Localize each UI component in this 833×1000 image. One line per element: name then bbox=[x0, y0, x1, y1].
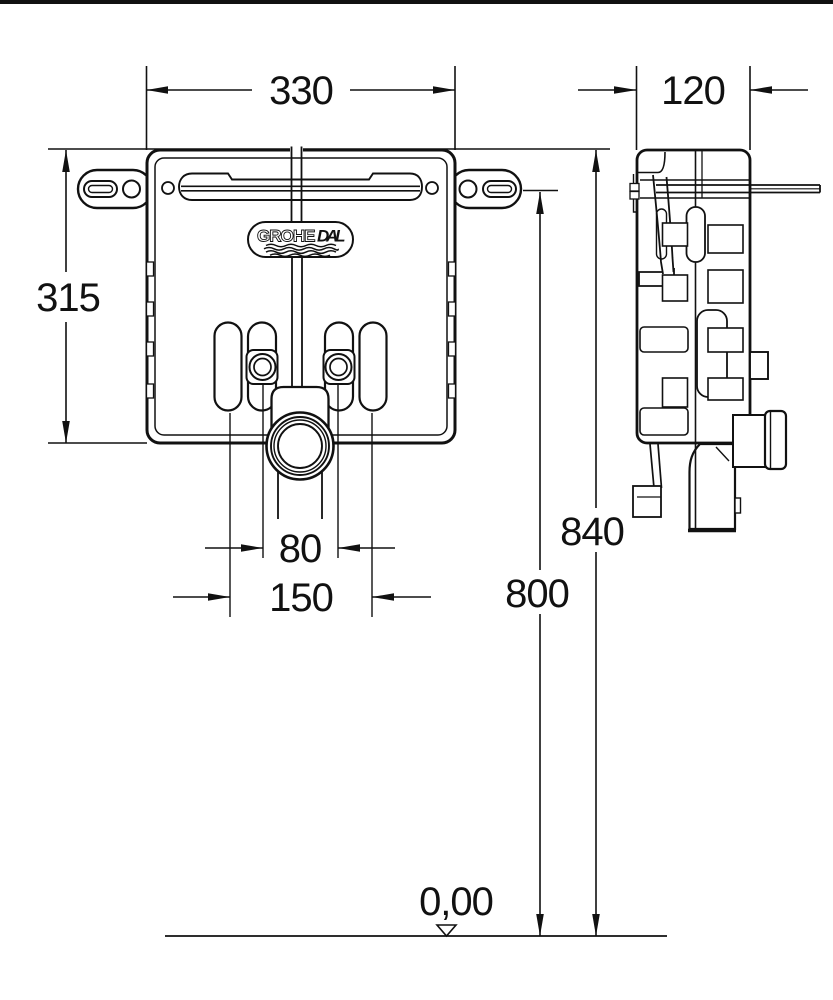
screw-hole-right bbox=[425, 181, 439, 195]
dim-120: 120 bbox=[578, 69, 808, 113]
arrow-up-icon bbox=[592, 150, 600, 172]
dim-330: 330 bbox=[146, 69, 455, 113]
side-outlet-pipe bbox=[732, 414, 768, 468]
arrow-left-icon bbox=[750, 86, 772, 94]
side-outlet-cap bbox=[763, 409, 788, 471]
floor-level-label: 0,00 bbox=[419, 880, 493, 924]
arrow-right-icon bbox=[208, 593, 230, 601]
drain-outlet bbox=[265, 411, 335, 481]
slot-rail-lines bbox=[181, 185, 420, 192]
arrow-up-icon bbox=[62, 150, 70, 172]
dim-80: 80 bbox=[205, 527, 395, 571]
side-drain-assembly bbox=[632, 409, 788, 533]
dim-330-label: 330 bbox=[269, 69, 333, 113]
dim-840: 840 bbox=[560, 150, 625, 936]
arrow-up-icon bbox=[536, 192, 544, 214]
dim-315-label: 315 bbox=[36, 276, 100, 320]
dim-840-label: 840 bbox=[560, 510, 624, 554]
arrow-down-icon bbox=[592, 914, 600, 936]
side-capsule-slot bbox=[685, 206, 706, 263]
center-channel-upper bbox=[290, 146, 303, 223]
brand-logo: GROHE DAL bbox=[247, 221, 354, 258]
arrow-left-icon bbox=[372, 593, 394, 601]
front-view: GROHE DAL bbox=[76, 145, 523, 617]
arrow-left-icon bbox=[146, 86, 168, 94]
side-rails-and-rod bbox=[640, 179, 821, 199]
lower-extension-lines bbox=[229, 385, 373, 617]
screw-hole-left bbox=[161, 181, 175, 195]
arrow-right-icon bbox=[433, 86, 455, 94]
dim-800: 800 bbox=[505, 192, 570, 936]
arrow-down-icon bbox=[62, 421, 70, 443]
side-view bbox=[629, 148, 821, 533]
dim-315: 315 bbox=[36, 150, 101, 443]
arrow-down-icon bbox=[536, 914, 544, 936]
top-edge-notch bbox=[290, 145, 303, 154]
arrow-right-icon bbox=[614, 86, 637, 94]
dim-80-label: 80 bbox=[279, 527, 322, 571]
floor-datum: 0,00 bbox=[165, 880, 667, 938]
bolt-bosses bbox=[245, 349, 356, 385]
arrow-left-icon bbox=[338, 544, 360, 552]
logo-text-dal: DAL bbox=[317, 227, 346, 246]
side-cutouts bbox=[639, 222, 744, 436]
dim-800-label: 800 bbox=[505, 572, 569, 616]
bracket-slots bbox=[83, 179, 517, 199]
dim-120-label: 120 bbox=[661, 69, 725, 113]
page-top-border bbox=[0, 0, 833, 4]
center-channel-lower bbox=[291, 257, 303, 388]
dim-150-label: 150 bbox=[269, 576, 333, 620]
arrow-right-icon bbox=[241, 544, 263, 552]
dim-150: 150 bbox=[173, 576, 431, 620]
datum-triangle-icon bbox=[435, 924, 458, 938]
logo-text-grohe: GROHE bbox=[257, 227, 316, 246]
side-right-tab bbox=[749, 351, 769, 380]
dimensions: 330 120 315 840 800 bbox=[36, 69, 808, 938]
plate-edge-clips bbox=[145, 261, 457, 399]
logo-waves bbox=[263, 243, 339, 258]
